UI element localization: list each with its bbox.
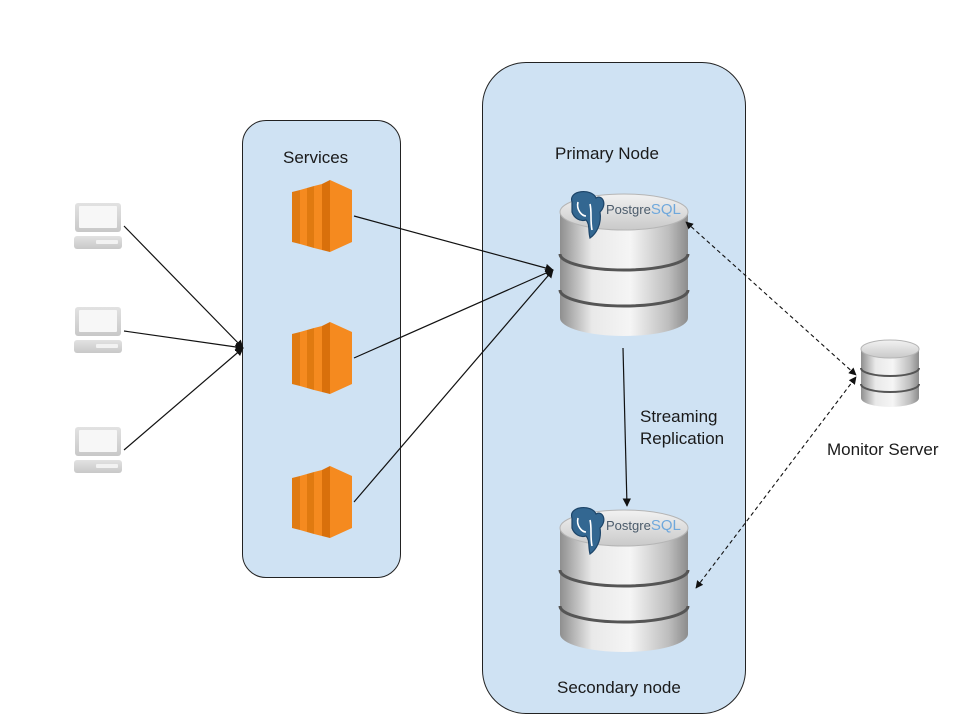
computer-icon	[74, 203, 122, 249]
postgresql-logo-icon	[571, 507, 605, 555]
edge-client-3-services	[123, 347, 244, 451]
aws-ec2-icon	[292, 322, 352, 394]
aws-ec2-icon	[292, 180, 352, 252]
primary-node-label: Primary Node	[555, 144, 659, 163]
postgresql-database-icon: PostgreSQL	[558, 191, 690, 336]
monitor-database-icon	[860, 339, 920, 407]
secondary-node-label: Secondary node	[557, 678, 681, 697]
computer-icon	[74, 427, 122, 473]
aws-ec2-icon	[292, 466, 352, 538]
postgresql-logo-text: PostgreSQL	[606, 517, 681, 534]
computer-icon	[74, 307, 122, 353]
edge-client-2-services	[123, 330, 244, 352]
edge-client-1-services	[123, 225, 244, 349]
replication-label: Streaming Replication	[640, 406, 724, 450]
postgresql-logo-text: PostgreSQL	[606, 201, 681, 218]
replication-label-line1: Streaming	[640, 407, 718, 426]
postgresql-database-icon: PostgreSQL	[558, 507, 690, 652]
replication-label-line2: Replication	[640, 429, 725, 448]
monitor-server-label: Monitor Server	[827, 440, 939, 459]
services-label: Services	[283, 148, 349, 167]
postgresql-logo-icon	[571, 191, 605, 239]
